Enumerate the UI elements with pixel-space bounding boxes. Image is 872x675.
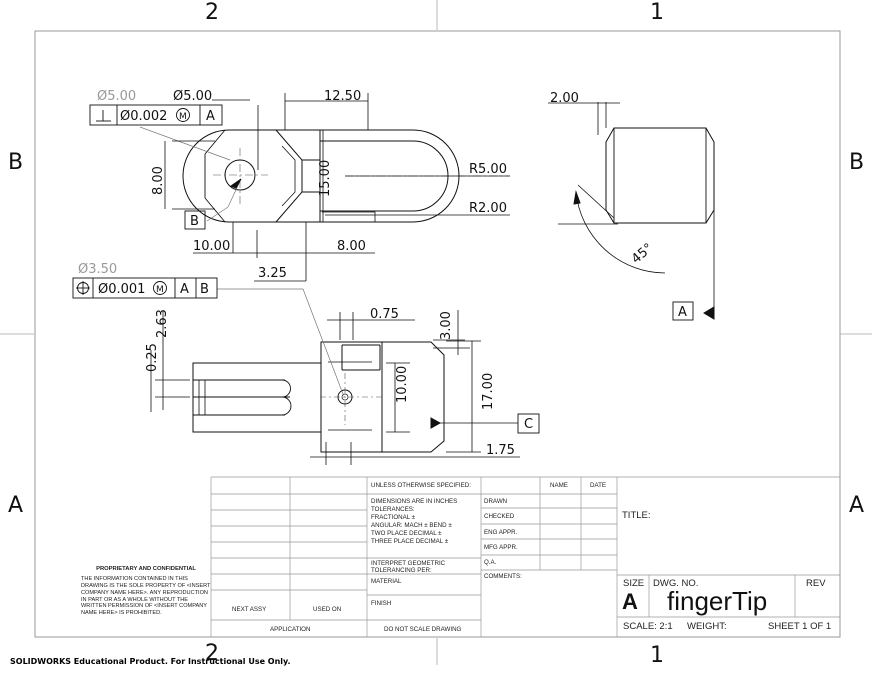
proprietary-title: PROPRIETARY AND CONFIDENTIAL <box>96 566 196 572</box>
educational-watermark-note: SOLIDWORKS Educational Product. For Inst… <box>10 657 291 666</box>
tb-size-label: SIZE <box>623 578 645 589</box>
dim-8-00: 8.00 <box>337 239 366 254</box>
tb-finish: FINISH <box>371 600 392 607</box>
tb-date: DATE <box>590 482 607 489</box>
fcf-front <box>72 277 218 299</box>
tb-interpret-1: INTERPRET GEOMETRIC <box>371 560 446 567</box>
tb-name: NAME <box>550 482 568 489</box>
fcf1-modifier: M <box>179 112 187 122</box>
tb-dims-4: ANGULAR: MACH ± BEND ± <box>371 522 452 529</box>
dim-1-75: 1.75 <box>486 443 515 458</box>
tb-size-value: A <box>622 589 638 614</box>
tb-weight: WEIGHT: <box>687 621 727 632</box>
tb-drawn: DRAWN <box>484 498 508 505</box>
tb-dims-3: FRACTIONAL ± <box>371 514 416 521</box>
drawing-border <box>34 30 841 638</box>
dim-dia-5-grey: Ø5.00 <box>97 89 136 104</box>
fcf2-datum-2: B <box>200 282 209 297</box>
dim-45-degrees: 45° <box>629 241 656 267</box>
front-view-dimensions <box>150 310 520 465</box>
fcf2-tolerance: Ø0.001 <box>98 282 145 297</box>
zone-bottom-2: 2 <box>205 641 219 666</box>
datum-b-label: B <box>190 214 199 229</box>
zone-right-b: B <box>849 150 865 175</box>
dim-dia-3-50: Ø3.50 <box>78 262 117 277</box>
front-view <box>192 288 518 453</box>
dim-r2-00: R2.00 <box>469 201 507 216</box>
tb-dims-1: DIMENSIONS ARE IN INCHES <box>371 498 458 505</box>
fcf2-datum-1: A <box>180 282 189 297</box>
dim-17-00: 17.00 <box>481 373 496 410</box>
tb-sheet: SHEET 1 OF 1 <box>768 621 832 632</box>
zone-top-1: 1 <box>650 0 664 25</box>
dim-10-00: 10.00 <box>193 239 230 254</box>
dim-2-00: 2.00 <box>550 91 579 106</box>
tb-comments: COMMENTS: <box>484 573 522 580</box>
dimension-labels: Ø5.00 Ø5.00 Ø0.002 M A 12.50 8.00 15.00 … <box>78 89 687 458</box>
dim-0-25: 0.25 <box>145 343 160 372</box>
tb-dwg-no: fingerTip <box>667 586 768 616</box>
zone-bottom-1: 1 <box>650 643 664 668</box>
dim-15-00: 15.00 <box>318 160 333 197</box>
dim-r5-00: R5.00 <box>469 162 507 177</box>
dim-3-00: 3.00 <box>439 311 454 340</box>
dim-10-00-vertical: 10.00 <box>395 366 410 403</box>
tb-eng-appr: ENG APPR. <box>484 529 518 536</box>
tb-material: MATERIAL <box>371 578 402 585</box>
top-view <box>139 126 510 223</box>
dim-0-75: 0.75 <box>370 307 399 322</box>
datum-a-label: A <box>678 305 687 320</box>
tb-dims-5: TWO PLACE DECIMAL ± <box>371 530 442 537</box>
tb-next-assy: NEXT ASSY <box>232 606 267 613</box>
tb-dims-2: TOLERANCES: <box>371 506 415 513</box>
tb-do-not-scale: DO NOT SCALE DRAWING <box>384 626 462 633</box>
dim-dia-5: Ø5.00 <box>173 89 212 104</box>
tb-dwg-no-label: DWG. NO. <box>653 578 699 589</box>
fcf2-modifier: M <box>156 285 164 295</box>
tb-mfg-appr: MFG APPR. <box>484 544 518 551</box>
title-block-grid <box>210 476 840 637</box>
side-view <box>548 102 715 320</box>
tb-unless: UNLESS OTHERWISE SPECIFIED: <box>371 482 471 489</box>
dim-8-00-vertical: 8.00 <box>151 166 166 195</box>
fcf1-datum: A <box>206 109 215 124</box>
tb-rev: REV <box>806 578 826 589</box>
tb-application: APPLICATION <box>270 626 311 633</box>
zone-right-a: A <box>849 493 865 518</box>
datum-box-b <box>184 210 206 230</box>
tb-used-on: USED ON <box>313 606 342 613</box>
dim-12-50: 12.50 <box>324 89 361 104</box>
datum-box-a <box>672 301 694 321</box>
zone-left-a: A <box>8 493 24 518</box>
top-view-dimensions <box>164 93 510 282</box>
datum-c-label: C <box>524 417 533 432</box>
tb-qa: Q.A. <box>484 559 497 566</box>
proprietary-text: THE INFORMATION CONTAINED IN THIS DRAWIN… <box>81 576 211 617</box>
fcf-top <box>89 104 223 126</box>
zone-top-2: 2 <box>205 0 219 25</box>
tb-dims-6: THREE PLACE DECIMAL ± <box>371 538 449 545</box>
tb-checked: CHECKED <box>484 513 515 520</box>
proprietary-notice: PROPRIETARY AND CONFIDENTIAL THE INFORMA… <box>81 566 211 617</box>
tb-title-label: TITLE: <box>622 510 651 521</box>
tb-interpret-2: TOLERANCING PER: <box>371 567 432 574</box>
tb-scale: SCALE: 2:1 <box>623 621 673 632</box>
fcf1-tolerance: Ø0.002 <box>120 109 167 124</box>
datum-box-c <box>517 413 540 434</box>
dim-3-25: 3.25 <box>258 266 287 281</box>
dim-2-63: 2.63 <box>155 309 170 338</box>
zone-left-b: B <box>8 150 24 175</box>
